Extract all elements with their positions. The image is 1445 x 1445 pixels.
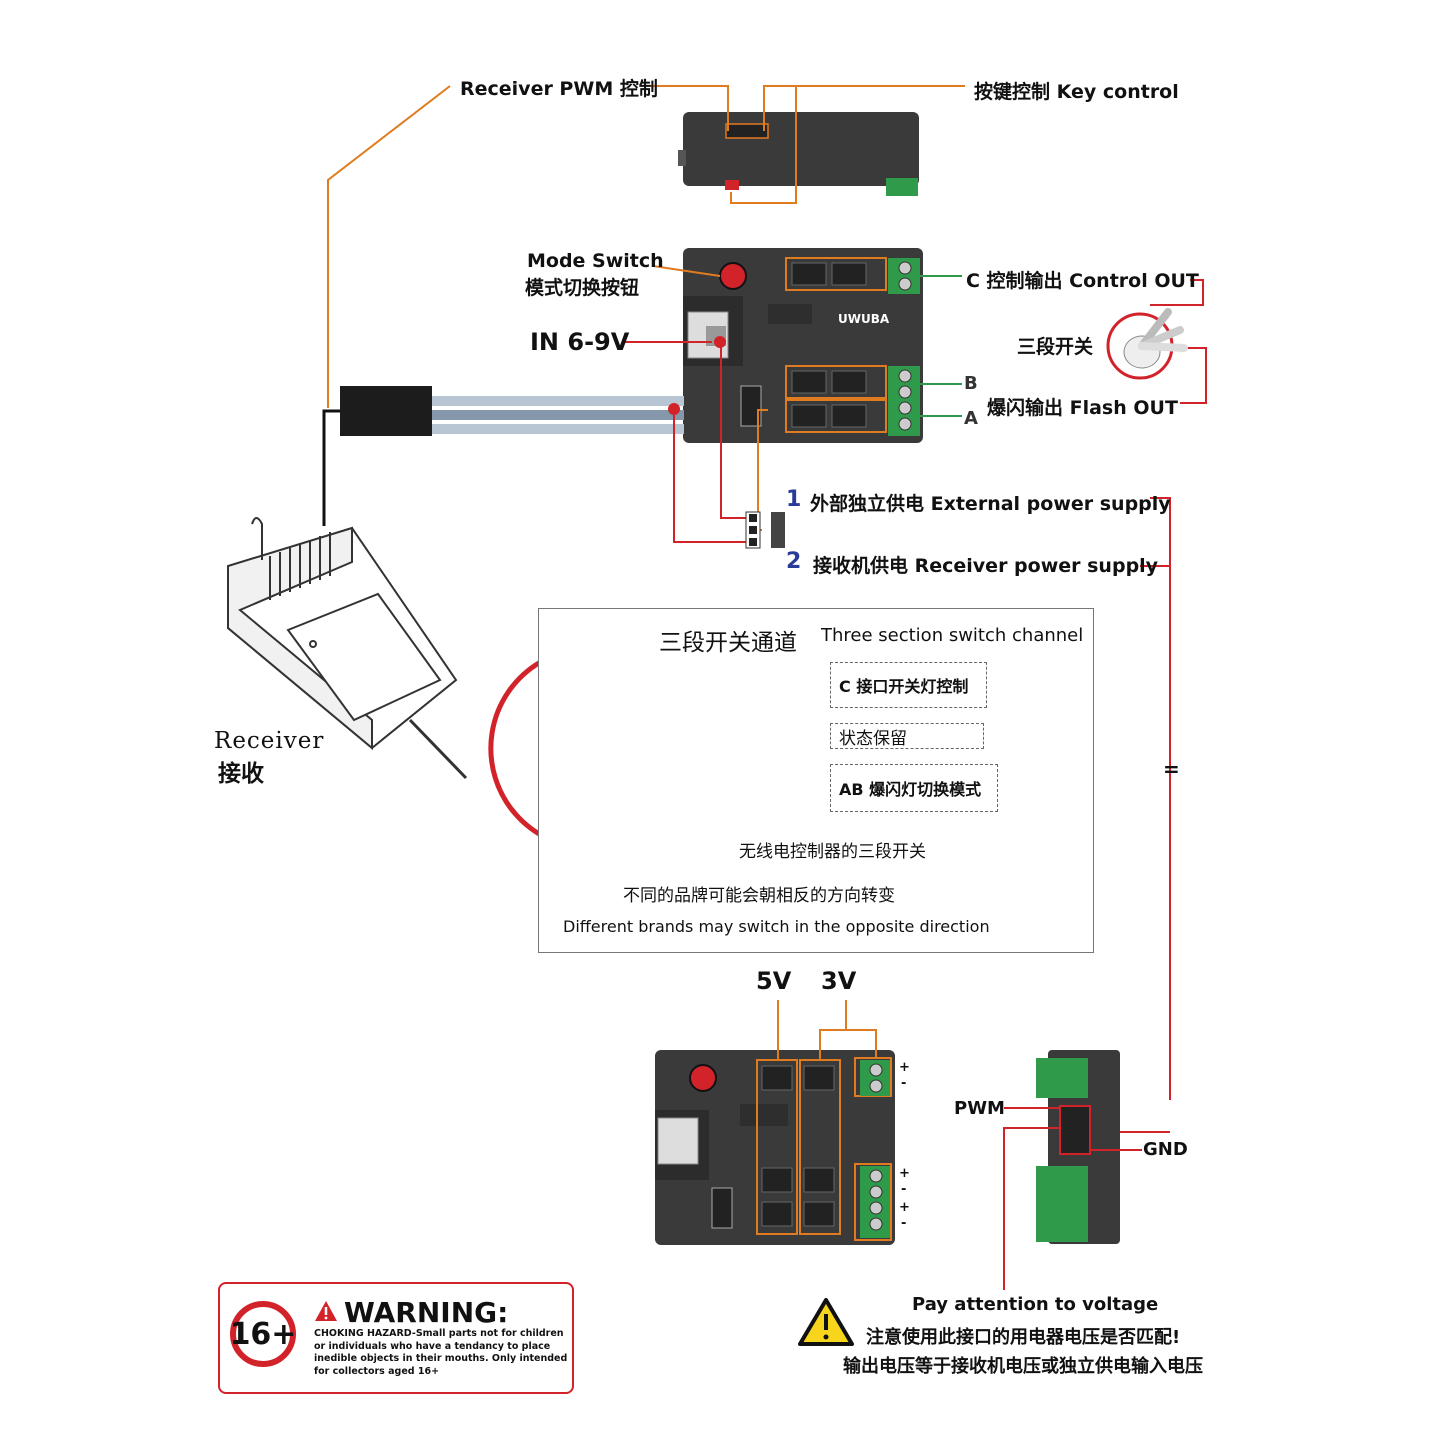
bottom-module xyxy=(655,1000,895,1245)
pwm-label: PWM xyxy=(954,1098,1005,1119)
three-section-switch-icon xyxy=(1106,308,1188,380)
age-badge: 16+ xyxy=(230,1301,296,1367)
voltage-note-cn-1: 注意使用此接口的用电器电压是否匹配! xyxy=(866,1327,1181,1348)
control-out-label: C 控制输出 Control OUT xyxy=(966,270,1199,292)
servo-cable xyxy=(322,386,684,526)
position-middle-box: 状态保留 xyxy=(830,723,984,749)
port-b-label: B xyxy=(964,373,978,394)
brand-logo-text: UWUBA xyxy=(838,312,890,326)
switch-brackets xyxy=(1080,279,1207,1133)
top-leader-lines xyxy=(327,85,965,408)
option-2-text: 接收机供电 Receiver power supply xyxy=(813,555,1159,577)
voltage-5v-label: 5V xyxy=(756,967,792,995)
choking-warning-label: 16+ WARNING: CHOKING HAZARD-Small parts … xyxy=(218,1282,574,1394)
receiver-illustration xyxy=(226,517,468,780)
option-2-number: 2 xyxy=(786,549,802,574)
gnd-label: GND xyxy=(1143,1139,1188,1160)
panel-title-en: Three section switch channel xyxy=(821,625,1084,646)
terminal-minus-2: - xyxy=(901,1182,907,1197)
panel-warning-cn: 不同的品牌可能会朝相反的方向转变 xyxy=(623,886,895,906)
switch-channel-panel: 三段开关通道 Three section switch channel 无线电控… xyxy=(538,608,1094,953)
terminal-minus-1: - xyxy=(901,1076,907,1091)
port-a-label: A xyxy=(964,408,978,429)
input-voltage-label: IN 6-9V xyxy=(530,328,630,356)
pay-attention-label: Pay attention to voltage xyxy=(912,1294,1159,1315)
terminal-plus-2: + xyxy=(899,1166,910,1181)
panel-warning-en: Different brands may switch in the oppos… xyxy=(563,917,990,936)
output-leader-lines xyxy=(920,275,962,417)
option-1-number: 1 xyxy=(786,487,802,512)
three-section-label: 三段开关 xyxy=(1017,336,1094,358)
key-control-label: 按键控制 Key control xyxy=(974,81,1179,103)
main-module xyxy=(683,248,923,443)
voltage-note-cn-2: 输出电压等于接收机电压或独立供电输入电压 xyxy=(843,1356,1203,1377)
terminal-plus-1: + xyxy=(899,1060,910,1075)
warning-title: WARNING: xyxy=(344,1296,509,1329)
module-side-view xyxy=(678,112,919,196)
receiver-en-label: Receiver xyxy=(214,728,325,754)
mode-switch-en-label: Mode Switch xyxy=(527,250,664,272)
module-leader-lines xyxy=(622,336,768,543)
mode-switch-cn-label: 模式切换按钮 xyxy=(525,277,640,299)
warning-triangle-icon xyxy=(315,1301,337,1321)
switch-caption: 无线电控制器的三段开关 xyxy=(739,842,926,862)
position-ab-box: AB 爆闪灯切换模式 xyxy=(830,764,998,812)
receiver-cn-label: 接收 xyxy=(218,760,264,787)
equals-sign: = xyxy=(1163,757,1180,781)
voltage-warning-icon xyxy=(798,1298,854,1346)
terminal-minus-3: - xyxy=(901,1216,907,1231)
receiver-pwm-label: Receiver PWM 控制 xyxy=(460,78,658,100)
right-side-module xyxy=(1003,1050,1142,1290)
panel-title-cn: 三段开关通道 xyxy=(659,630,797,656)
position-c-box: C 接口开关灯控制 xyxy=(830,662,987,708)
voltage-3v-label: 3V xyxy=(821,967,857,995)
flash-out-label: 爆闪输出 Flash OUT xyxy=(987,397,1178,419)
option-1-text: 外部独立供电 External power supply xyxy=(810,493,1171,515)
warning-text: CHOKING HAZARD-Small parts not for child… xyxy=(314,1328,568,1377)
jumper-block xyxy=(745,511,785,549)
terminal-plus-3: + xyxy=(899,1200,910,1215)
